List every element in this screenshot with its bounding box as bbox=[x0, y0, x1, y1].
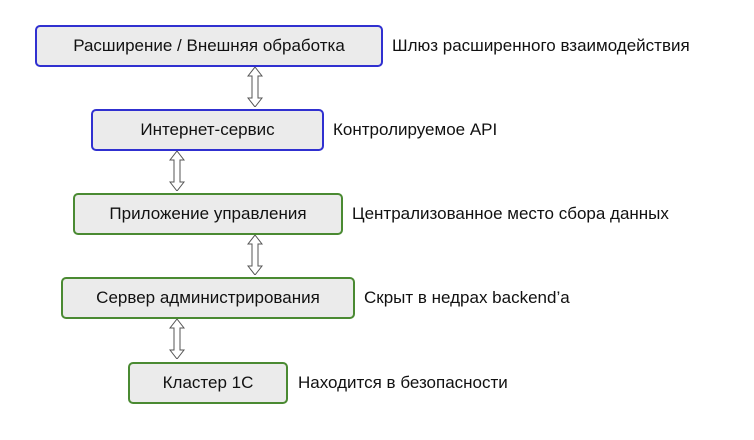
layer-extension-label: Расширение / Внешняя обработка bbox=[73, 36, 345, 55]
layer-admin-server-note: Скрыт в недрах backend’а bbox=[364, 288, 570, 307]
double-arrow-vertical-icon bbox=[169, 319, 185, 359]
layer-internet-service-box: Интернет-сервис bbox=[91, 109, 324, 151]
layer-management-app-note: Централизованное место сбора данных bbox=[352, 204, 669, 223]
layer-management-app-box: Приложение управления bbox=[73, 193, 343, 235]
layer-management-app-label: Приложение управления bbox=[109, 204, 307, 223]
layer-cluster-box: Кластер 1С bbox=[128, 362, 288, 404]
layer-extension-note: Шлюз расширенного взаимодействия bbox=[392, 36, 690, 55]
layer-cluster-note: Находится в безопасности bbox=[298, 373, 508, 392]
layer-extension-box: Расширение / Внешняя обработка bbox=[35, 25, 383, 67]
layer-cluster-label: Кластер 1С bbox=[162, 373, 254, 392]
layer-admin-server-label: Сервер администрирования bbox=[96, 288, 320, 307]
double-arrow-vertical-icon bbox=[247, 235, 263, 275]
double-arrow-vertical-icon bbox=[247, 67, 263, 107]
layer-internet-service-label: Интернет-сервис bbox=[140, 120, 275, 139]
layer-admin-server-box: Сервер администрирования bbox=[61, 277, 355, 319]
double-arrow-vertical-icon bbox=[169, 151, 185, 191]
layer-internet-service-note: Контролируемое API bbox=[333, 120, 498, 139]
